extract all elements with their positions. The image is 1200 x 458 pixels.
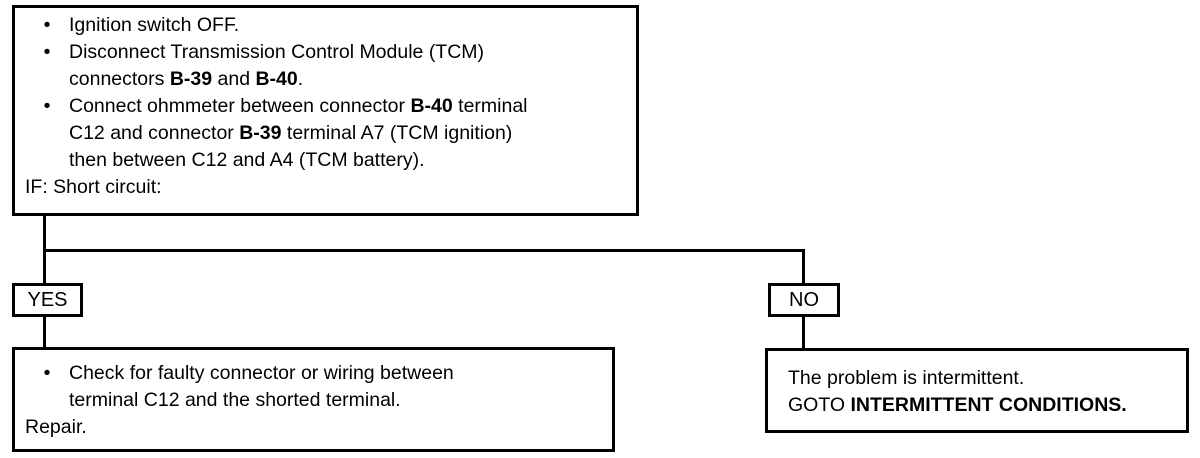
step-text: terminal A7 (TCM ignition)	[281, 122, 513, 144]
bullet-icon: •	[43, 41, 51, 63]
yes-branch-label: YES	[12, 283, 83, 317]
step-text: terminal C12 and the shorted terminal.	[69, 389, 401, 411]
bullet-icon: •	[43, 362, 51, 384]
goto-instruction: GOTO INTERMITTENT CONDITIONS.	[788, 392, 1186, 419]
no-result-box: The problem is intermittent. GOTO INTERM…	[765, 348, 1189, 433]
connector-ref: B-39	[239, 122, 282, 144]
connector-main-down	[43, 214, 46, 251]
step-text: Ignition switch OFF.	[69, 14, 240, 36]
bullet-icon: •	[43, 95, 51, 117]
diagnostic-step-box: • Ignition switch OFF. • Disconnect Tran…	[12, 5, 639, 216]
step-check-wiring: • Check for faulty connector or wiring b…	[25, 360, 612, 414]
connector-no-drop	[802, 249, 805, 285]
step-text: Connect ohmmeter between connector	[69, 95, 411, 117]
step-text: then between C12 and A4 (TCM battery).	[69, 149, 425, 171]
connector-horizontal	[43, 249, 805, 252]
connector-yes-drop	[43, 249, 46, 285]
connector-ref: B-40	[255, 68, 298, 90]
connector-ref: B-39	[169, 68, 213, 90]
connector-no-down	[802, 315, 805, 350]
bullet-icon: •	[43, 14, 51, 36]
step-disconnect-tcm: • Disconnect Transmission Control Module…	[25, 39, 636, 93]
step-text: terminal	[452, 95, 528, 117]
step-text: connectors	[69, 68, 170, 90]
condition-text: IF: Short circuit:	[25, 176, 162, 198]
result-text: The problem is intermittent.	[788, 367, 1025, 389]
step-connect-ohmmeter: • Connect ohmmeter between connector B-4…	[25, 93, 636, 174]
step-text: .	[297, 68, 304, 90]
goto-text: GOTO	[788, 394, 851, 416]
no-branch-label: NO	[768, 283, 840, 317]
goto-target: INTERMITTENT CONDITIONS.	[850, 394, 1127, 416]
yes-result-box: • Check for faulty connector or wiring b…	[12, 347, 615, 452]
step-text: Disconnect Transmission Control Module (…	[69, 41, 485, 63]
connector-ref: B-40	[410, 95, 453, 117]
action-text: Repair.	[25, 416, 87, 438]
step-ignition-off: • Ignition switch OFF.	[25, 12, 636, 39]
step-text: and	[212, 68, 256, 90]
step-text: Check for faulty connector or wiring bet…	[69, 362, 454, 384]
step-text: C12 and connector	[69, 122, 240, 144]
connector-yes-down	[43, 315, 46, 349]
